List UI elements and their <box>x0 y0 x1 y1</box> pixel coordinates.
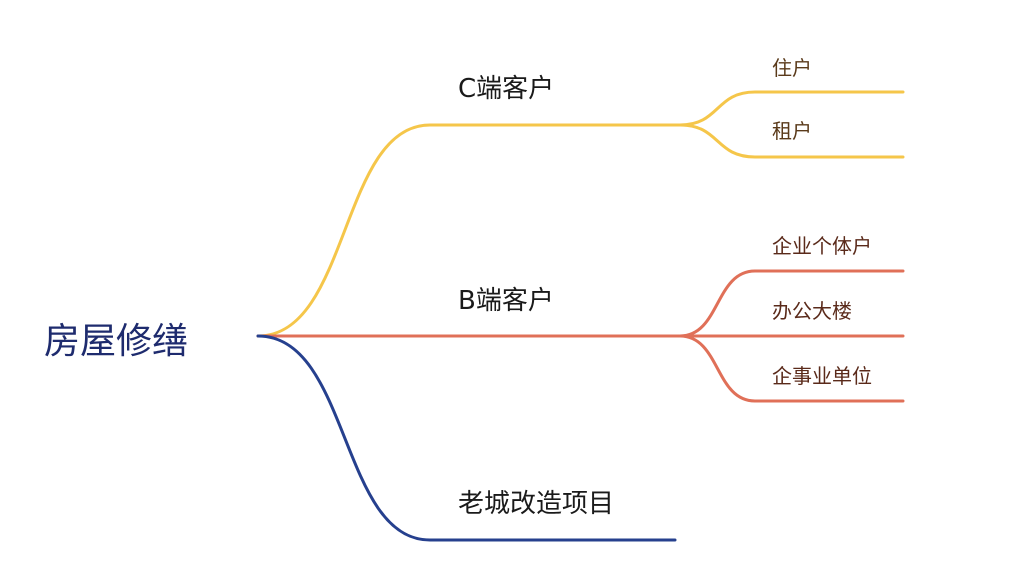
connector-c-leaf-1 <box>678 90 905 127</box>
connector-b-leaf-1 <box>678 269 905 338</box>
leaf-b-2-label[interactable]: 办公大楼 <box>772 299 852 323</box>
branch-old-city-label[interactable]: 老城改造项目 <box>458 489 614 519</box>
leaf-b-3-label[interactable]: 企事业单位 <box>772 364 872 388</box>
leaf-c-1-label[interactable]: 住户 <box>772 56 812 80</box>
connector-root-branch-c <box>256 123 682 338</box>
leaf-c-2-label[interactable]: 租户 <box>772 119 812 143</box>
connector-c-leaf-2 <box>678 123 905 159</box>
connector-root-branch-old-city <box>256 334 677 542</box>
root-node-label[interactable]: 房屋修缮 <box>44 321 188 362</box>
leaf-b-1-label[interactable]: 企业个体户 <box>772 234 872 258</box>
branch-c-label[interactable]: C端客户 <box>458 74 554 104</box>
branch-b-label[interactable]: B端客户 <box>458 286 554 316</box>
connectors <box>256 90 905 542</box>
connector-b-leaf-3 <box>678 334 905 403</box>
